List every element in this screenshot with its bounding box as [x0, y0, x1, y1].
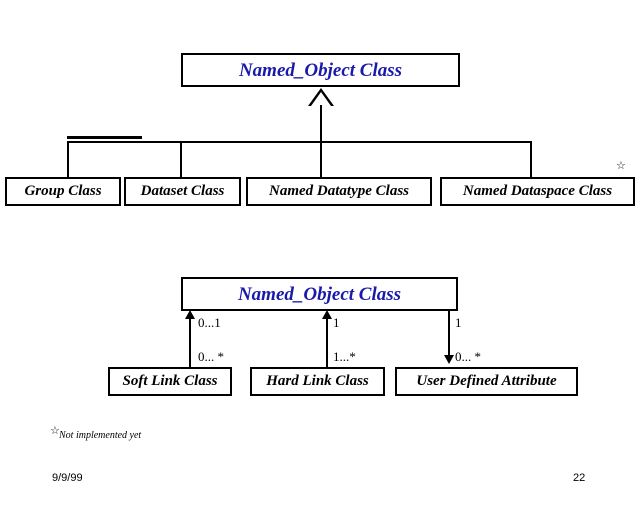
association-arrowhead-up-2 — [322, 310, 332, 319]
multiplicity-child-end-1: 0... * — [198, 349, 224, 364]
generalization-bus-stub — [67, 136, 142, 139]
class-label: Hard Link Class — [266, 373, 369, 389]
association-line-2 — [326, 315, 328, 368]
class-box-named-dataspace-class[interactable]: Named Dataspace Class — [440, 177, 635, 206]
multiplicity-child-end-3: 0... * — [455, 349, 481, 364]
multiplicity-parent-end-1: 0...1 — [198, 315, 221, 330]
class-box-group-class[interactable]: Group Class — [5, 177, 121, 206]
association-line-1 — [189, 315, 191, 368]
class-label: Soft Link Class — [122, 373, 218, 389]
class-box-user-defined-attribute[interactable]: User Defined Attribute — [395, 367, 578, 396]
association-line-3 — [448, 311, 450, 359]
generalization-drop-4 — [530, 141, 532, 177]
multiplicity-parent-end-3: 1 — [455, 315, 462, 330]
multiplicity-parent-end-2: 1 — [333, 315, 340, 330]
legend-star-icon: ☆ — [50, 424, 60, 437]
generalization-drop-1 — [67, 141, 69, 177]
class-label: Named_Object Class — [237, 283, 402, 305]
footer-date: 9/9/99 — [52, 472, 83, 484]
star-marker-icon: ☆ — [616, 159, 626, 172]
class-label: Named Dataspace Class — [462, 183, 613, 199]
multiplicity-child-end-2: 1...* — [333, 349, 356, 364]
class-box-dataset-class[interactable]: Dataset Class — [124, 177, 241, 206]
class-label: Group Class — [24, 183, 102, 199]
class-box-named-datatype-class[interactable]: Named Datatype Class — [246, 177, 432, 206]
class-box-hard-link-class[interactable]: Hard Link Class — [250, 367, 385, 396]
class-box-named-object-top[interactable]: Named_Object Class — [181, 53, 460, 87]
class-label: User Defined Attribute — [416, 373, 557, 389]
footer-page-number: 22 — [573, 472, 586, 484]
association-arrowhead-down-3 — [444, 355, 454, 364]
association-arrowhead-up-1 — [185, 310, 195, 319]
class-label: Named_Object Class — [238, 59, 403, 81]
generalization-stem — [320, 105, 322, 142]
generalization-drop-3 — [320, 141, 322, 177]
class-box-named-object-bottom[interactable]: Named_Object Class — [181, 277, 458, 311]
legend-note: Not implemented yet — [59, 430, 142, 441]
generalization-drop-2 — [180, 141, 182, 177]
class-box-soft-link-class[interactable]: Soft Link Class — [108, 367, 232, 396]
class-label: Dataset Class — [140, 183, 225, 199]
class-label: Named Datatype Class — [269, 183, 409, 199]
generalization-bus — [67, 141, 531, 143]
